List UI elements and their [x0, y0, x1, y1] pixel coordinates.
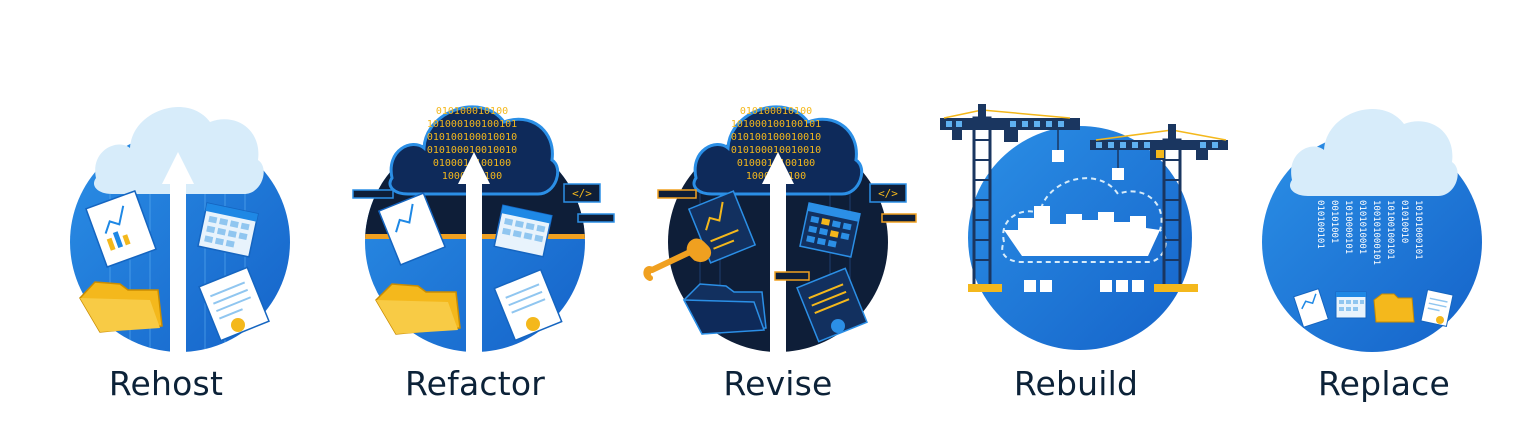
- crane-icon: [1090, 124, 1228, 292]
- upload-arrow-icon: [458, 152, 490, 352]
- svg-text:</>: </>: [878, 187, 898, 200]
- crane-icon: [940, 104, 1080, 292]
- cloud-icon: [93, 106, 264, 194]
- binary-row: 010100100010010: [731, 132, 821, 143]
- chart-document-icon: [377, 192, 447, 266]
- certificate-icon: [796, 267, 868, 343]
- folder-icon: [682, 283, 767, 335]
- upload-arrow-icon: [762, 152, 794, 352]
- binary-column: 1010000101: [1343, 200, 1353, 254]
- rebuild-icon: [940, 104, 1228, 350]
- binary-column: 10100100101: [1385, 200, 1395, 260]
- certificate-icon: [1420, 289, 1454, 327]
- cloud-icon: [388, 105, 560, 196]
- binary-column: 010100101: [1315, 200, 1325, 249]
- binary-column: 10101000101: [1413, 200, 1423, 260]
- stage-label-rebuild: Rebuild: [1013, 364, 1139, 403]
- cloud-icon: [692, 105, 864, 196]
- certificate-icon: [198, 266, 270, 342]
- calendar-icon: [799, 202, 861, 258]
- refactor-icon: 010100010100 101000100100101 0101001000100…: [352, 105, 615, 352]
- binary-row: 010100100010010: [427, 132, 517, 143]
- binary-row: 010100010010010: [427, 145, 517, 156]
- revise-icon: 010100010100 101000100100101 0101001000100…: [643, 105, 917, 352]
- calendar-icon: [197, 202, 259, 258]
- chart-document-icon: [1293, 288, 1329, 328]
- calendar-icon: [1335, 291, 1367, 319]
- binary-row: 010100010100: [436, 106, 508, 117]
- binary-column: 01010010: [1399, 200, 1409, 243]
- cloud-icon: [1289, 108, 1458, 196]
- code-tag-icon: </>: [563, 183, 601, 203]
- binary-row: 101000100100101: [427, 119, 517, 130]
- code-tag-icon: </>: [869, 183, 907, 203]
- calendar-icon: [493, 204, 553, 258]
- stage-label-refactor: Refactor: [404, 364, 546, 403]
- binary-column: 0101010001: [1357, 200, 1367, 254]
- stage-label-rehost: Rehost: [108, 364, 224, 403]
- folder-icon: [375, 283, 461, 335]
- wrench-icon: [643, 238, 712, 281]
- replace-icon: 010100101 00101001 1010000101 0101010001 100…: [1262, 108, 1482, 352]
- rehost-icon: [70, 106, 290, 352]
- binary-column: 00101001: [1329, 200, 1339, 243]
- chart-document-icon: [85, 190, 157, 268]
- stage-label-replace: Replace: [1318, 364, 1450, 403]
- folder-icon: [1373, 293, 1415, 323]
- certificate-icon: [493, 268, 563, 342]
- binary-row: 101000100100101: [731, 119, 821, 130]
- folder-icon: [79, 281, 163, 333]
- upload-arrow-icon: [162, 152, 194, 352]
- svg-text:</>: </>: [572, 187, 592, 200]
- stage-label-revise: Revise: [723, 364, 833, 403]
- binary-column: 100101000101: [1371, 200, 1381, 265]
- binary-row: 010100010010010: [731, 145, 821, 156]
- binary-code-text: 010100101 00101001 1010000101 0101010001 100…: [1315, 200, 1423, 265]
- binary-row: 010100010100: [740, 106, 812, 117]
